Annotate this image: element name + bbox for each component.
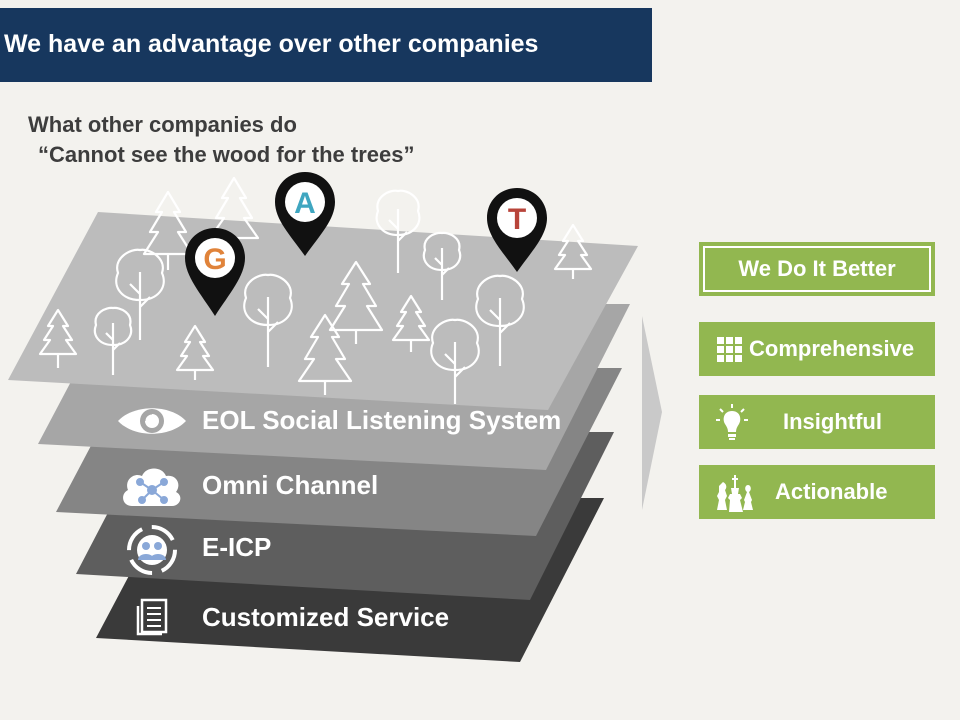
forest-plate <box>8 212 638 410</box>
round-tree-icon <box>115 248 165 340</box>
round-tree-icon <box>430 318 480 404</box>
page-title: We have an advantage over other companie… <box>4 30 539 58</box>
cloud-network-icon <box>123 468 181 506</box>
benefit-insightful-label: Insightful <box>783 409 882 434</box>
lightbulb-icon <box>716 404 748 440</box>
pine-tree-icon <box>297 313 353 395</box>
layer-label-omni-channel: Omni Channel <box>202 470 379 500</box>
pine-tree-icon <box>142 190 194 270</box>
benefit-actionable: Actionable <box>699 465 935 519</box>
chess-pieces-icon <box>717 475 753 512</box>
layer-label-customized-service: Customized Service <box>202 602 450 632</box>
benefit-insightful: Insightful <box>699 395 935 449</box>
round-tree-icon <box>475 274 525 366</box>
we-do-it-better-badge: We Do It Better <box>699 242 935 296</box>
right-arrow-icon <box>642 316 662 510</box>
map-pin-a-letter: A <box>294 187 316 220</box>
forest-trees <box>93 189 525 404</box>
we-do-it-better-label: We Do It Better <box>738 256 896 281</box>
layer-label-eol: EOL Social Listening System <box>202 405 562 435</box>
pine-tree-icon <box>328 260 384 344</box>
pine-trees <box>38 176 593 395</box>
pine-tree-icon <box>38 308 78 368</box>
round-tree-icon <box>375 189 421 273</box>
pine-tree-icon <box>391 294 431 352</box>
round-tree-icon <box>93 306 133 375</box>
map-pin-t: T <box>487 188 547 272</box>
map-pin-t-letter: T <box>508 203 526 236</box>
pine-tree-icon <box>175 324 215 380</box>
pine-tree-icon <box>553 223 593 279</box>
people-target-icon <box>127 525 177 575</box>
benefit-comprehensive-label: Comprehensive <box>749 336 915 361</box>
map-pin-g-letter: G <box>203 243 226 276</box>
grid-icon <box>717 337 742 362</box>
intro-line-1: What other companies do <box>28 112 297 137</box>
benefit-actionable-label: Actionable <box>775 479 888 504</box>
map-pin-g: G <box>185 228 245 316</box>
map-pin-a: A <box>275 172 335 256</box>
round-tree-icon <box>243 273 293 367</box>
layer-label-eicp: E-ICP <box>202 532 272 562</box>
title-bar: We have an advantage over other companie… <box>0 8 652 82</box>
document-icon <box>136 598 168 636</box>
eye-icon <box>118 408 186 434</box>
benefit-comprehensive: Comprehensive <box>699 322 935 376</box>
intro-line-2: “Cannot see the wood for the trees” <box>38 142 415 167</box>
round-tree-icon <box>422 231 462 300</box>
